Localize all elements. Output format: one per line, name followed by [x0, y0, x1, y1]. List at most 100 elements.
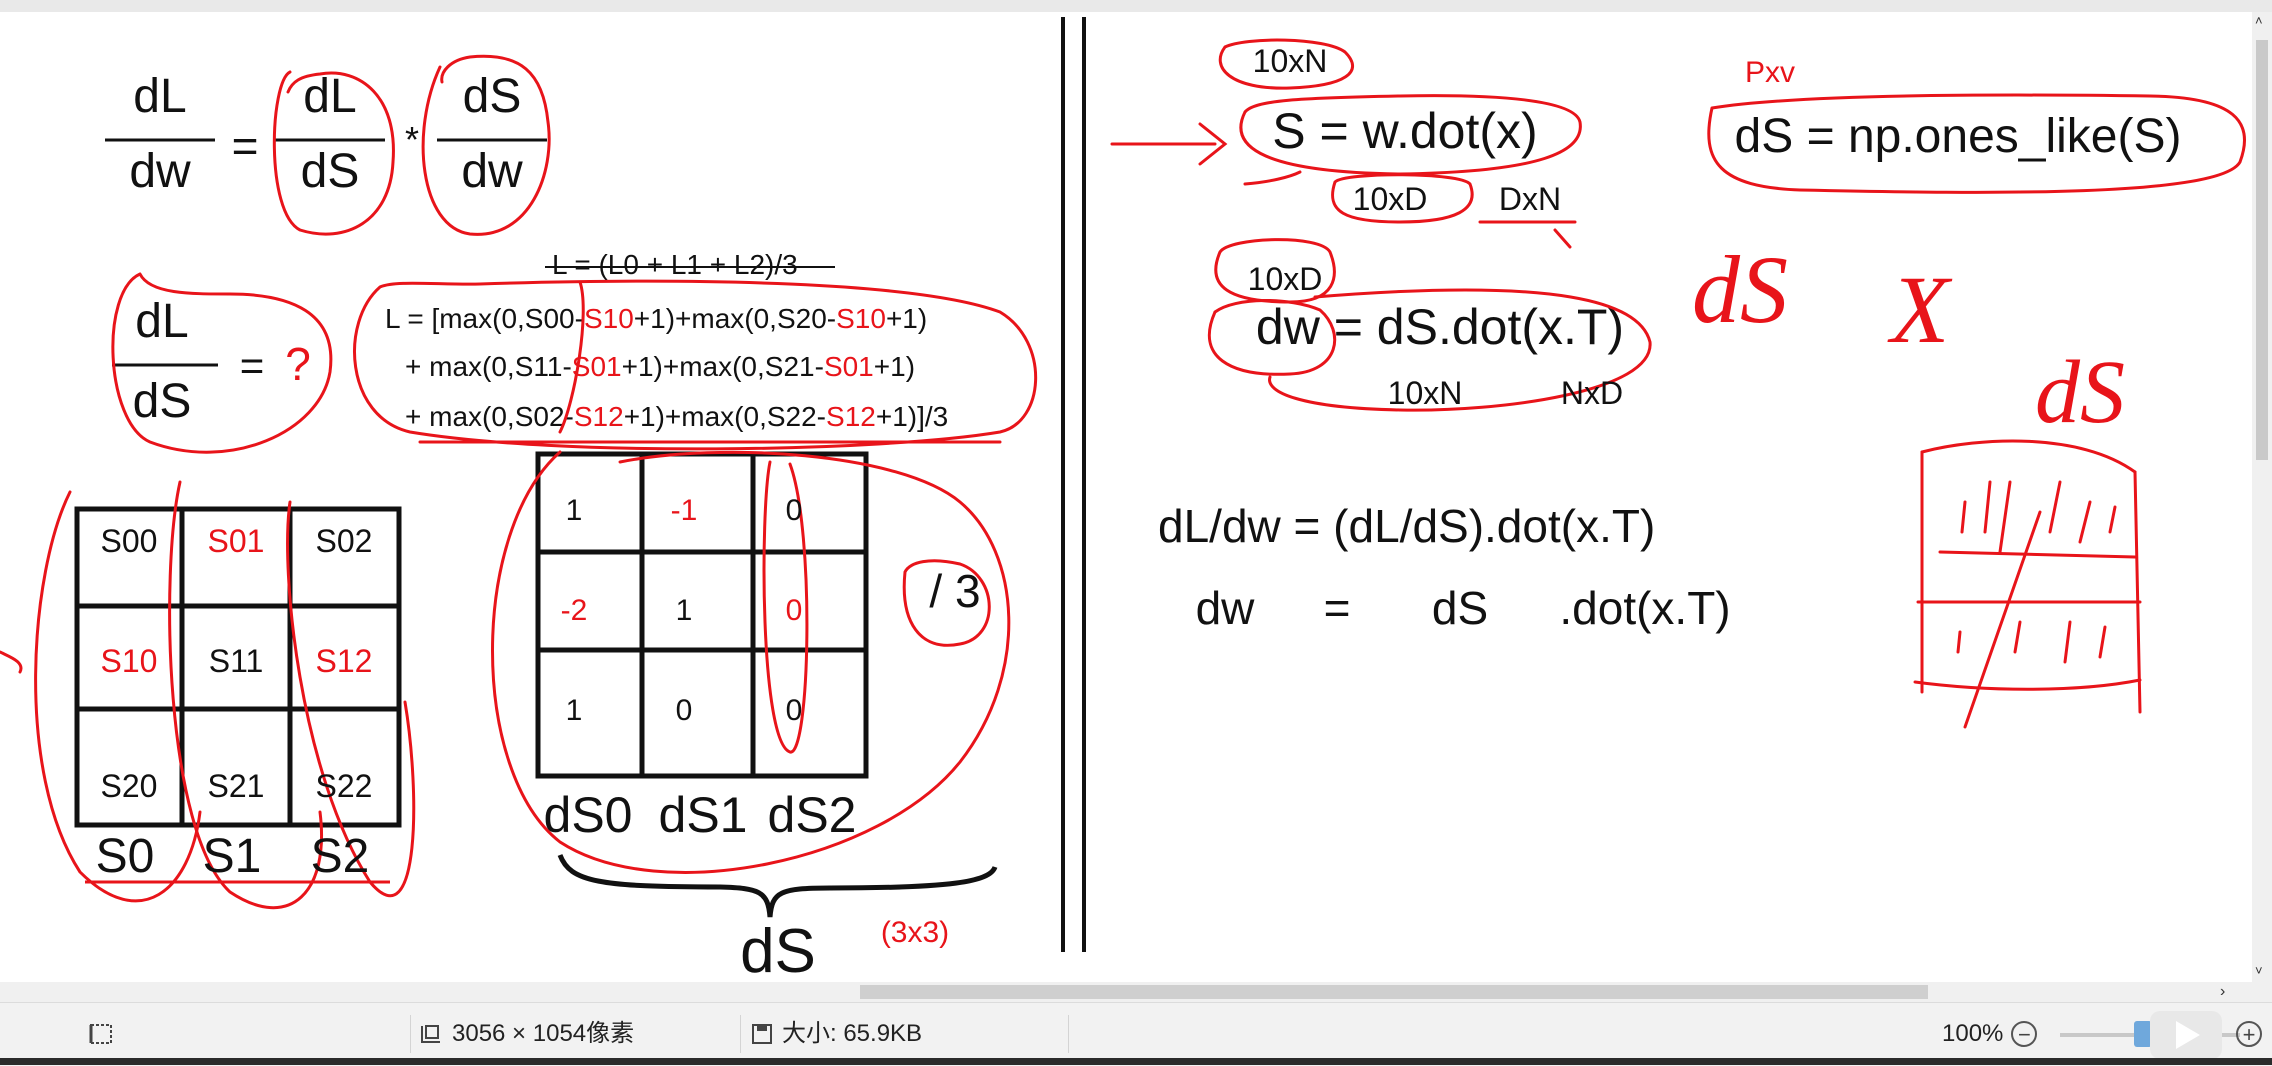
- play-icon: [2176, 1021, 2200, 1049]
- loss-term: S10: [584, 303, 634, 334]
- eq1-times: *: [405, 119, 419, 160]
- score-cell: S20: [101, 768, 158, 804]
- loss-term: +1)+max(0,S21-: [622, 351, 824, 382]
- taskbar-edge: [0, 1058, 2272, 1065]
- select-tool-icon[interactable]: [88, 1019, 114, 1049]
- loss-term: +1)]/3: [876, 401, 948, 432]
- frac1-num: dL: [133, 70, 186, 123]
- ds-brace-label: dS: [740, 917, 816, 982]
- loss-line: L = [max(0,S00-S10+1)+max(0,S20-S10+1): [385, 303, 927, 334]
- ds-grid: / 3 dS (3x3): [491, 450, 1011, 982]
- whiteboard: .t{font-family:"Liberation Sans",sans-se…: [0, 17, 2246, 982]
- image-dimensions: 3056 × 1054像素: [418, 1019, 634, 1049]
- frac2-num: dL: [303, 70, 356, 123]
- status-separator: [410, 1015, 411, 1053]
- dl-ds-question: dL dS = ?: [111, 272, 333, 454]
- ds-cell: 1: [566, 494, 583, 527]
- file-size: 大小: 65.9KB: [750, 1019, 922, 1049]
- dimensions-icon: [421, 1025, 440, 1043]
- window-top-strip: [0, 0, 2272, 12]
- score-cell: S22: [316, 768, 373, 804]
- frac1-den: dw: [129, 145, 191, 198]
- hand-ds-matrix-sketch: [1913, 439, 2142, 729]
- shape-nxd-xt: NxD: [1561, 375, 1623, 411]
- score-cell: S21: [208, 768, 265, 804]
- scroll-down-arrow-icon[interactable]: ˅: [2255, 963, 2263, 978]
- ds-init-tag: Pxv: [1745, 56, 1795, 89]
- loss-formula: L = (L0 + L1 + L2)/3 L = [max(0,S00-S10+…: [353, 249, 1038, 451]
- line2-dw: dw: [1196, 582, 1256, 634]
- scroll-up-arrow-icon[interactable]: ˄: [2255, 13, 2263, 28]
- dimensions-text: 3056 × 1054像素: [452, 1020, 635, 1047]
- eq2-equals: =: [240, 342, 265, 389]
- save-disk-icon: [752, 1024, 772, 1044]
- ds-cell: -1: [671, 494, 698, 527]
- shape-10xd-w: 10xD: [1353, 181, 1428, 217]
- scroll-right-arrow-icon[interactable]: ›: [2220, 983, 2226, 1000]
- question-mark: ?: [285, 338, 311, 390]
- score-cell: S01: [208, 523, 265, 559]
- zoom-in-wrap: +: [2236, 1019, 2262, 1049]
- horizontal-scroll-thumb[interactable]: [860, 985, 1928, 999]
- shape-dxn-x: DxN: [1499, 181, 1561, 217]
- line2-ds: dS: [1432, 582, 1488, 634]
- vertical-scroll-thumb[interactable]: [2256, 40, 2268, 460]
- right-panel: 10xN S = w.dot(x) 10xD DxN dS = np.ones_…: [1110, 38, 2246, 729]
- file-size-text: 大小: 65.9KB: [782, 1020, 923, 1047]
- loss-term: + max(0,S02-: [405, 401, 574, 432]
- loss-term: S01: [824, 351, 874, 382]
- frac2-den: dS: [301, 145, 360, 198]
- frac3-den: dw: [461, 145, 523, 198]
- loss-term: S12: [574, 401, 624, 432]
- loss-term: +1)+max(0,S22-: [624, 401, 826, 432]
- scores-grid: [0, 480, 416, 910]
- score-column-label: S0: [96, 830, 155, 883]
- hand-ds-1: dS: [1692, 236, 1788, 343]
- ds-cell: 1: [566, 694, 583, 727]
- ds-column-label: dS2: [768, 787, 857, 843]
- score-column-label: S2: [311, 830, 370, 883]
- horizontal-scrollbar[interactable]: ›: [0, 982, 2252, 1002]
- zoom-in-button[interactable]: +: [2236, 1021, 2262, 1047]
- status-separator: [1068, 1015, 1069, 1053]
- loss-definition: L = (L0 + L1 + L2)/3: [552, 249, 798, 280]
- score-cell: S10: [101, 643, 158, 679]
- shape-10xn-ds: 10xN: [1388, 375, 1463, 411]
- line2-dot-xt: .dot(x.T): [1559, 582, 1730, 634]
- zoom-level: 100%: [1942, 1020, 2004, 1047]
- frac4-den: dS: [133, 375, 192, 428]
- ds-column-label: dS0: [544, 787, 633, 843]
- frac3-num: dS: [463, 70, 522, 123]
- vertical-scrollbar[interactable]: ˄ ˅: [2252, 12, 2272, 982]
- image-canvas: .t{font-family:"Liberation Sans",sans-se…: [0, 12, 2252, 982]
- eq1-equals: =: [232, 120, 259, 172]
- loss-term: S12: [826, 401, 876, 432]
- s-equals-wdotx: S = w.dot(x): [1272, 103, 1537, 159]
- score-cell: S11: [209, 643, 264, 679]
- chain-rule-equation: dL dw = dL dS * dS dw: [105, 54, 551, 236]
- ds-cell: 0: [676, 694, 693, 727]
- loss-term: +1): [886, 303, 927, 334]
- ds-cell: 0: [786, 594, 803, 627]
- zoom-out-button[interactable]: −: [2011, 1021, 2038, 1047]
- chain-dot-line: dL/dw = (dL/dS).dot(x.T): [1158, 500, 1655, 552]
- zoom-controls: 100% −: [1942, 1019, 2038, 1049]
- score-cell: S00: [101, 523, 158, 559]
- scrollbar-corner: [2252, 982, 2272, 1002]
- score-cell: S12: [316, 643, 373, 679]
- score-cell: S02: [316, 523, 373, 559]
- frac4-num: dL: [135, 295, 188, 348]
- shape-10xd-dw: 10xD: [1248, 261, 1323, 297]
- score-column-label: S1: [203, 830, 262, 883]
- loss-line: + max(0,S02-S12+1)+max(0,S22-S12+1)]/3: [405, 401, 948, 432]
- shape-10xn-top: 10xN: [1253, 43, 1328, 79]
- ds-cell: 1: [676, 594, 693, 627]
- ds-ones-like: dS = np.ones_like(S): [1735, 110, 2182, 163]
- loss-term: + max(0,S11-: [405, 351, 572, 382]
- ds-column-label: dS1: [659, 787, 748, 843]
- loss-line: + max(0,S11-S01+1)+max(0,S21-S01+1): [405, 351, 915, 382]
- ds-cell: -2: [561, 594, 588, 627]
- zoom-slider-thumb[interactable]: [2134, 1021, 2152, 1047]
- line2-equals: =: [1324, 582, 1351, 634]
- loss-term: S10: [836, 303, 886, 334]
